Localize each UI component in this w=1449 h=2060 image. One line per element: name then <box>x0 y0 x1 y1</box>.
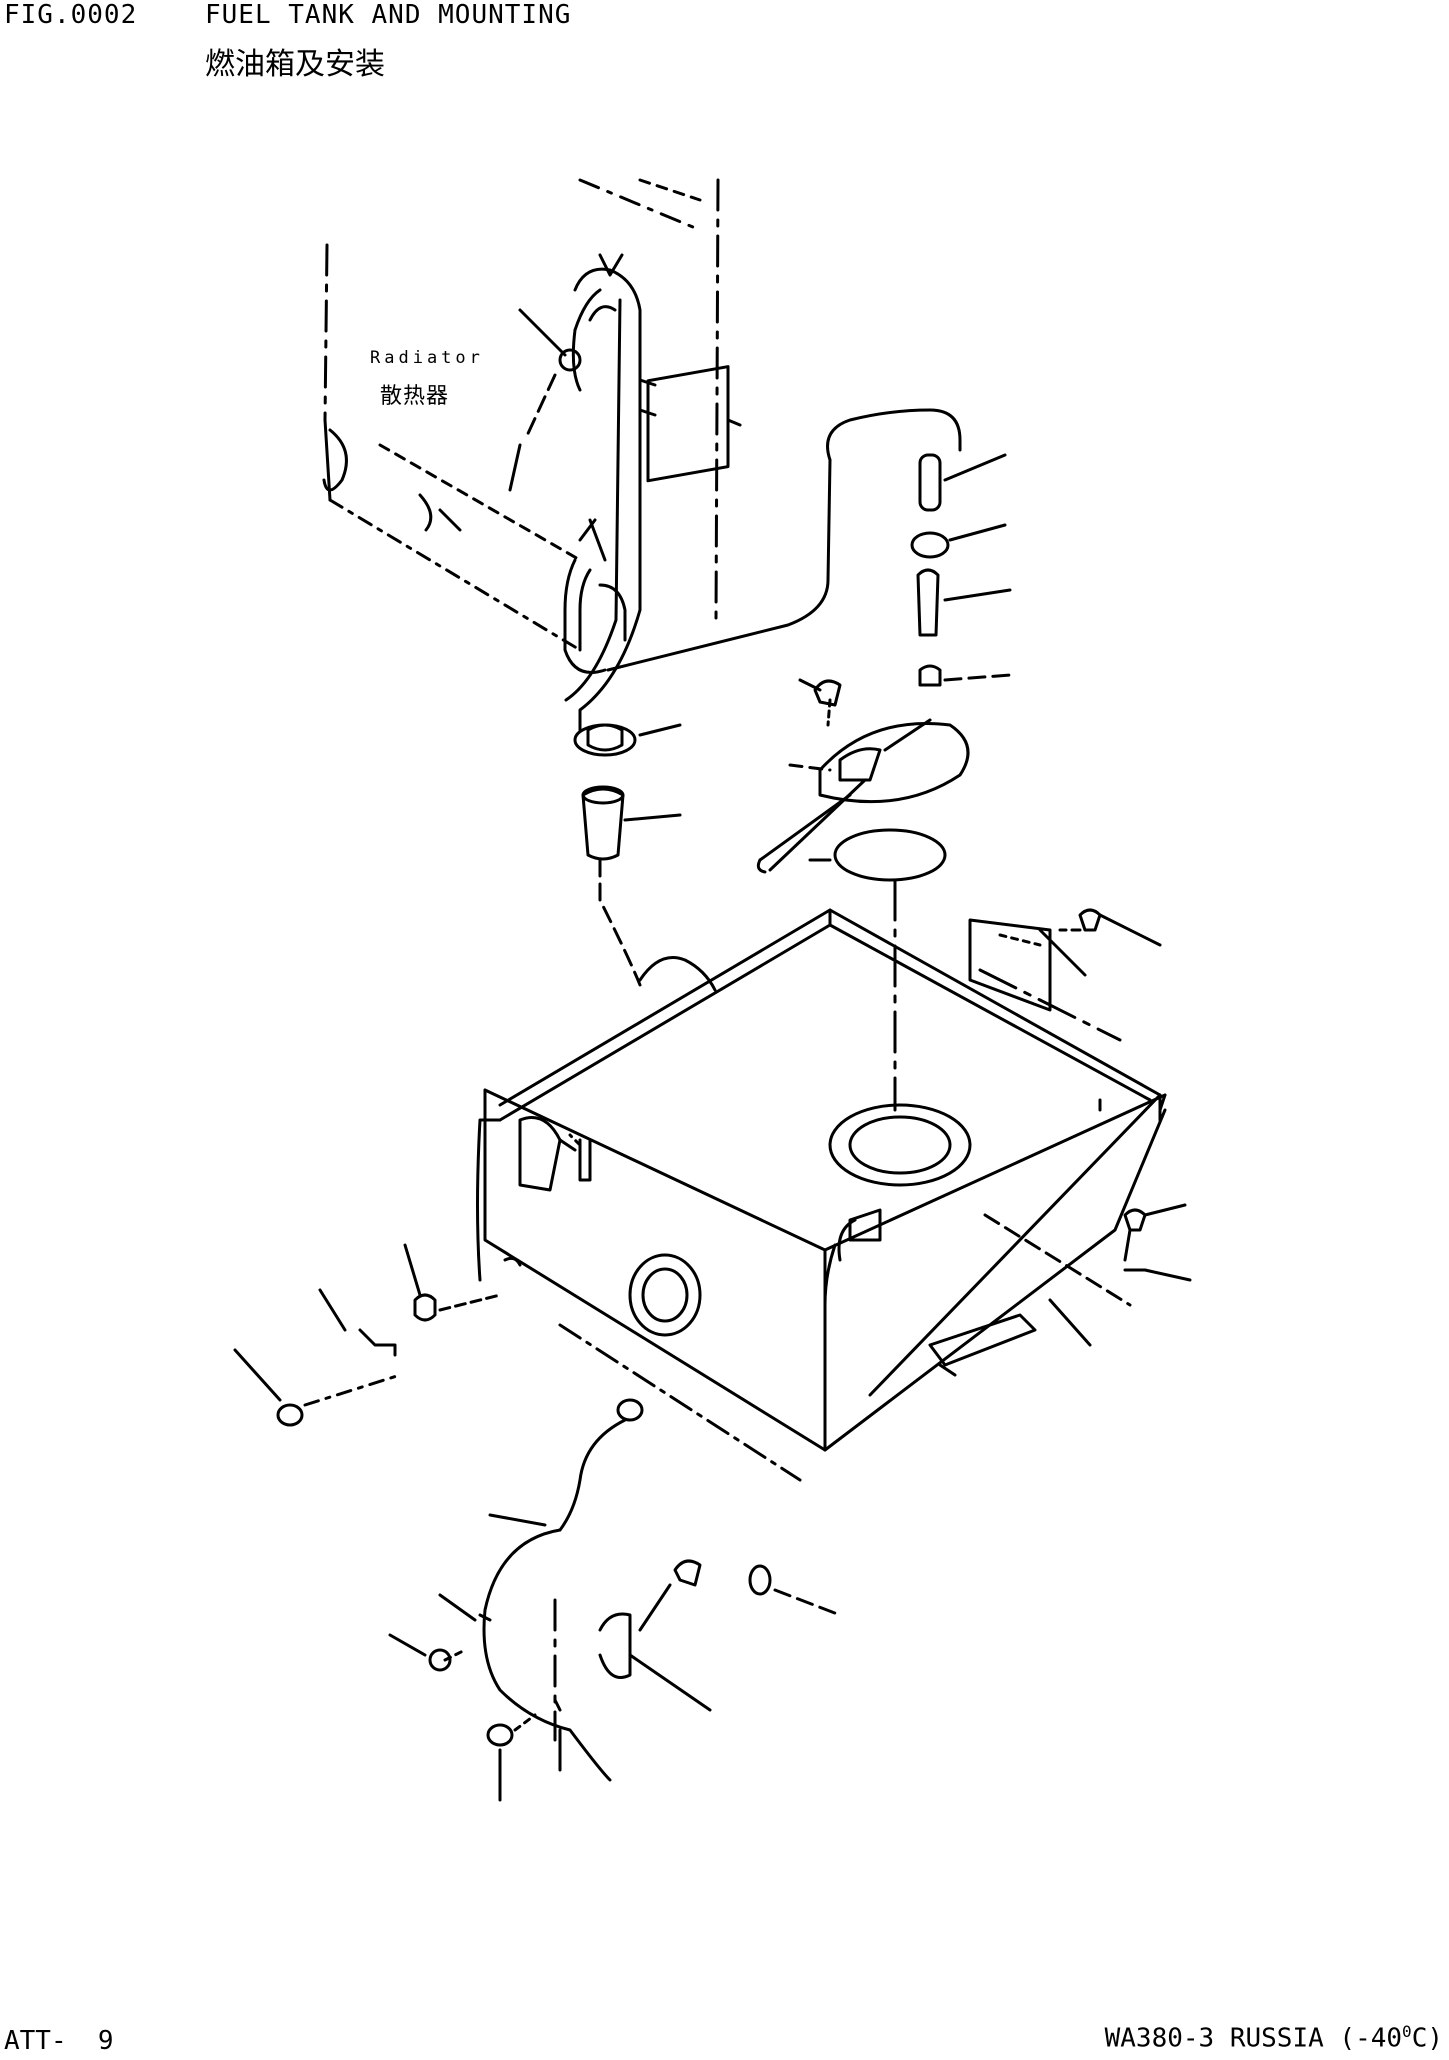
radiator-label-english: Radiator <box>370 348 484 368</box>
degree-marker: 0 <box>1402 2022 1412 2041</box>
breather-hose <box>826 408 962 462</box>
fuel-gauge-unit <box>756 678 970 1112</box>
model-text: WA380-3 RUSSIA (-40 <box>1104 2023 1403 2054</box>
fill-cap <box>573 723 682 757</box>
breather-hose-lower <box>606 458 832 672</box>
radiator-lower-pipe <box>563 518 627 674</box>
drain-hose <box>388 1398 842 1802</box>
figure-title-english: FUEL TANK AND MOUNTING <box>205 0 572 30</box>
radiator-hose <box>508 253 657 732</box>
radiator-label-chinese: 散热器 <box>380 384 450 409</box>
fill-neck <box>581 785 682 987</box>
fuel-tank-body <box>476 908 1167 1482</box>
fitting-stack <box>910 453 1012 687</box>
radiator-outline <box>322 178 742 652</box>
model-unit: C) <box>1411 2023 1443 2054</box>
mount-bolts-right <box>1038 908 1192 1347</box>
model-designation: WA380-3 RUSSIA (-400C) <box>1105 2024 1443 2052</box>
page-reference: ATT- 9 <box>4 2026 114 2056</box>
figure-title-chinese: 燃油箱及安装 <box>205 47 385 82</box>
mount-bolts-left <box>233 1243 522 1427</box>
figure-number: FIG.0002 <box>4 0 138 30</box>
